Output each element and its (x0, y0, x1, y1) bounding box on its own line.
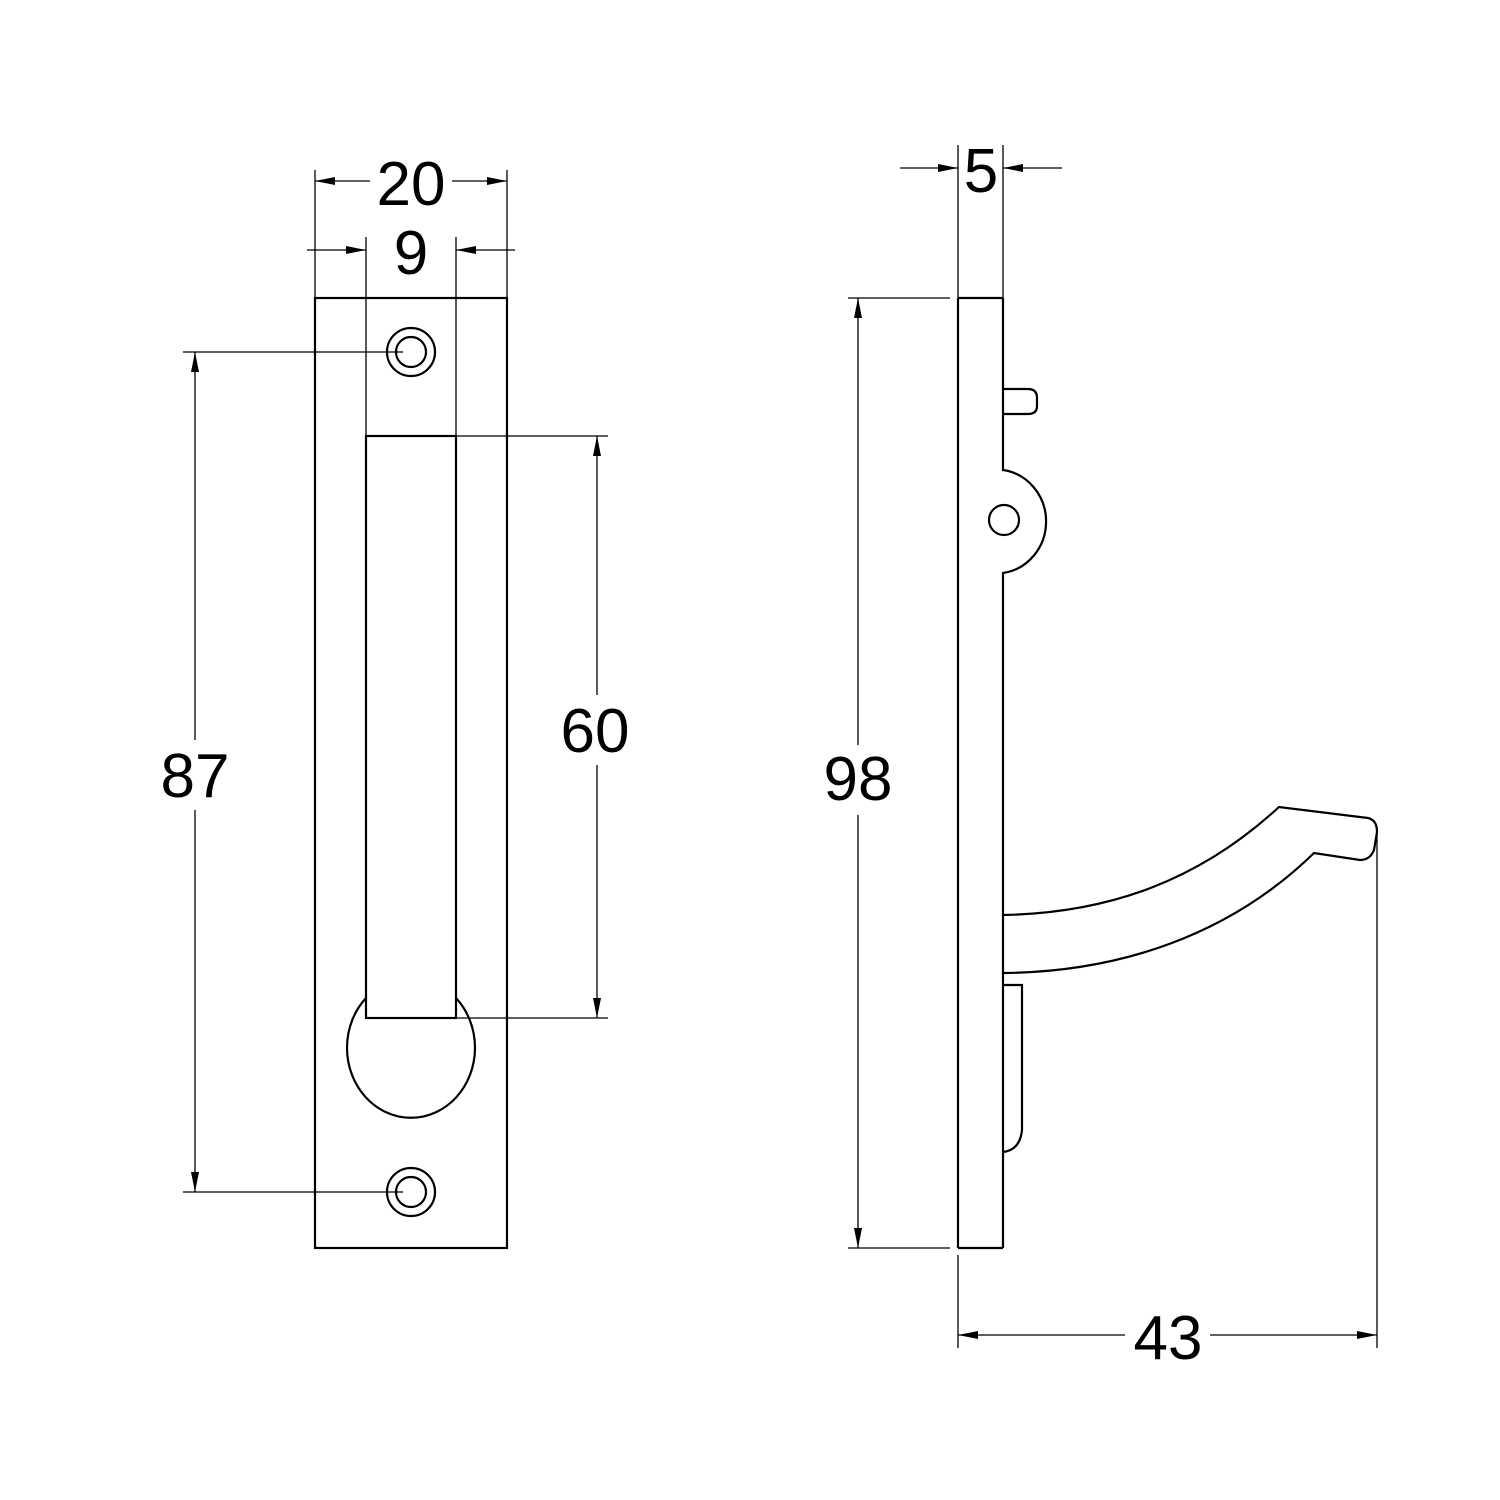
lower-tab (1002, 983, 1024, 1154)
dimension-label: 43 (1134, 1304, 1203, 1373)
dimension-side-thickness: 5 (900, 137, 1062, 298)
dimension-slot-length: 60 (456, 435, 630, 1019)
dimension-front-width: 20 (314, 150, 508, 298)
backplate-outline (313, 296, 509, 1250)
catch-tab (1003, 387, 1039, 416)
side-view (956, 296, 1379, 1250)
slot-outline (364, 434, 458, 1020)
dimension-hole-spacing: 87 (161, 351, 403, 1193)
hook-arm (1002, 805, 1379, 975)
dimension-label: 98 (824, 745, 893, 814)
oval-recess (345, 997, 477, 1119)
dimension-slot-width: 9 (307, 219, 515, 436)
dimension-label: 87 (161, 742, 230, 811)
dimension-side-height: 98 (824, 297, 950, 1249)
plate-side-profile (1001, 298, 1048, 1248)
dimension-label: 9 (394, 219, 428, 288)
dimension-projection: 43 (957, 832, 1378, 1373)
pivot-hole (987, 503, 1021, 537)
front-view (313, 296, 509, 1250)
dimension-label: 5 (964, 137, 998, 206)
dimension-label: 60 (561, 697, 630, 766)
dimension-label: 20 (377, 150, 446, 219)
